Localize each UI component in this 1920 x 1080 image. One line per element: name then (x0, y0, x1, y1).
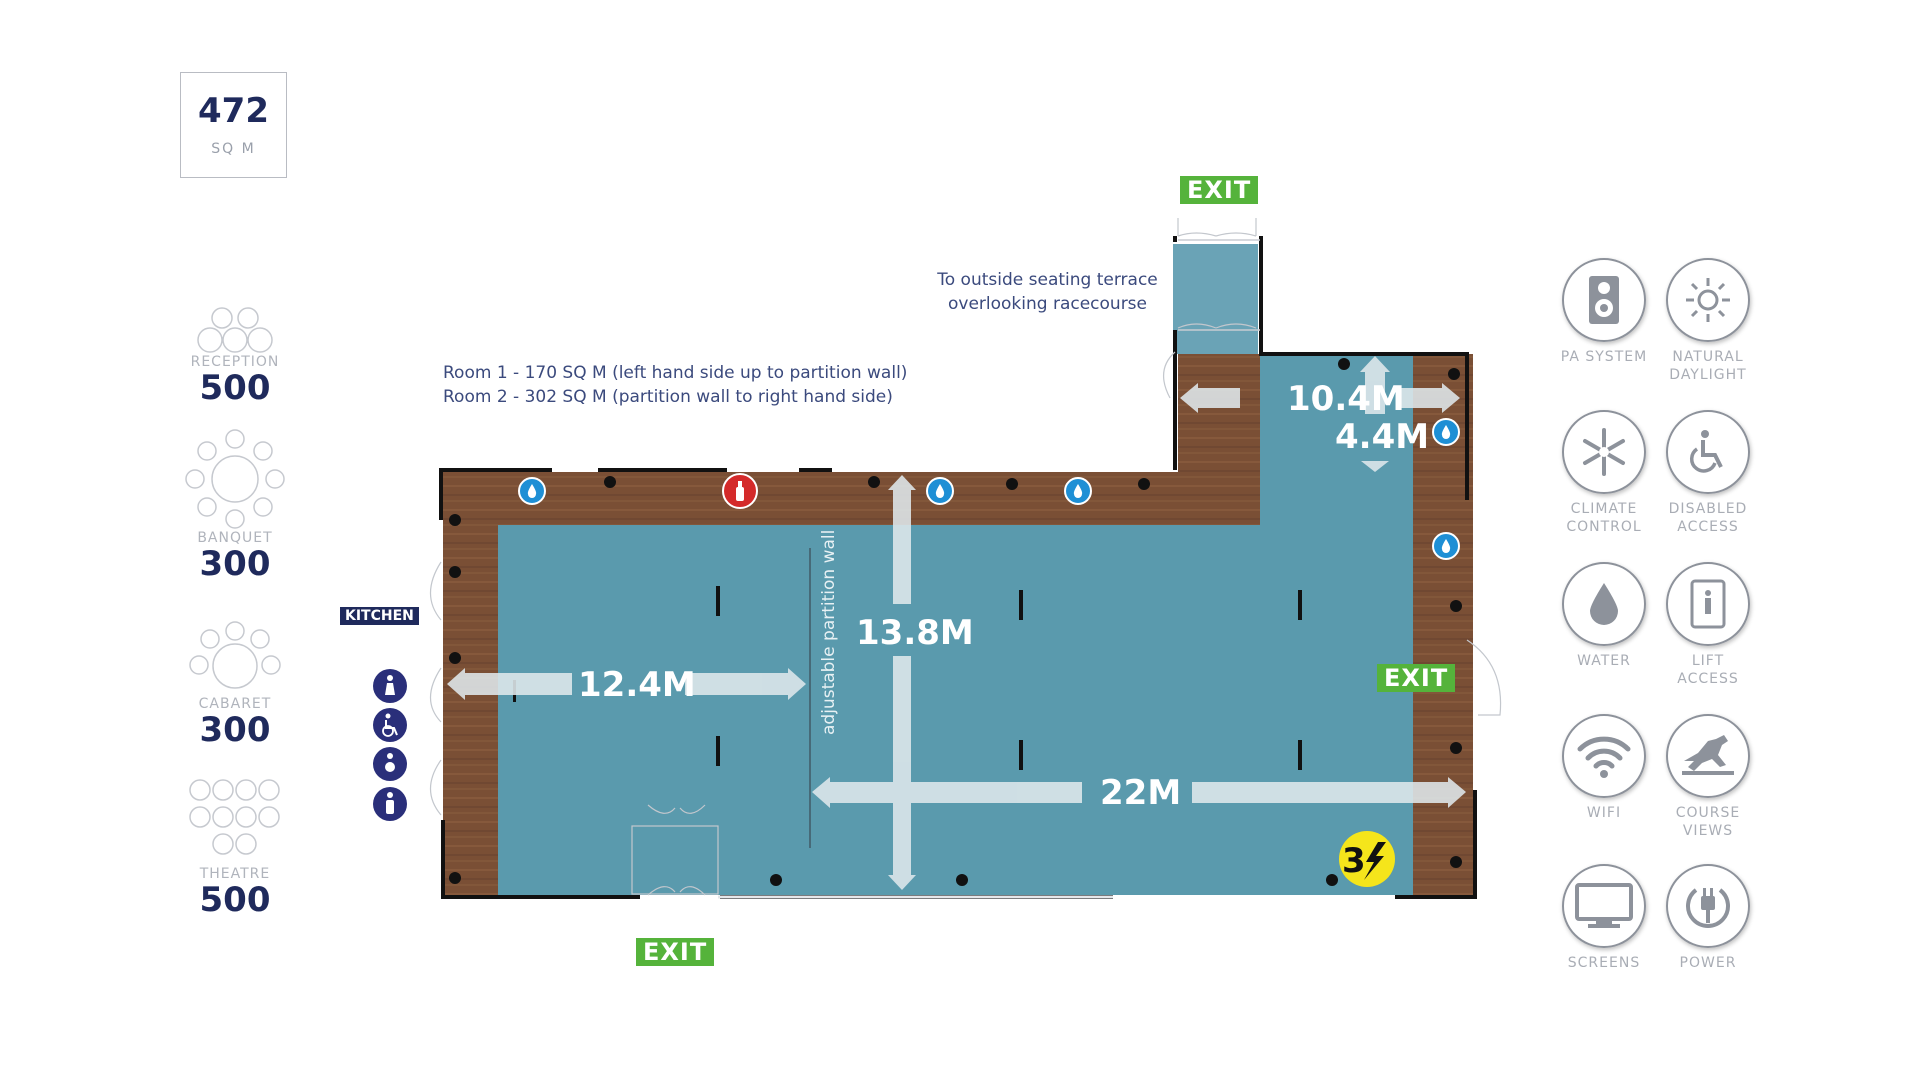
amenity-label: SCREENS (1567, 955, 1641, 971)
facilities-icons (373, 669, 407, 821)
power-sockets (449, 358, 1462, 886)
fire-extinguisher-icon (722, 473, 758, 509)
amenity-screens: SCREENS (1554, 864, 1654, 972)
amenity-pa-system: PA SYSTEM (1554, 258, 1654, 366)
capacity-label: RECEPTION (190, 354, 280, 370)
three-phase-power-icon: 3 (1339, 831, 1395, 887)
amenity-label: CLIMATE (1570, 501, 1638, 517)
dimension-label: 4.4M (1335, 417, 1429, 457)
amenity-label: ACCESS (1677, 519, 1739, 535)
screen-icon (1575, 883, 1633, 928)
snowflake-icon (1583, 428, 1625, 476)
speaker-icon (1589, 276, 1619, 324)
cabaret-layout-icon (189, 621, 281, 689)
water-points (518, 418, 1460, 560)
capacity-banquet: BANQUET 300 (160, 428, 310, 582)
sun-icon (1686, 278, 1730, 322)
amenity-natural-daylight: NATURAL DAYLIGHT (1658, 258, 1758, 384)
amenity-label: COURSE (1675, 805, 1741, 821)
amenity-label: CONTROL (1566, 519, 1642, 535)
capacity-value: 300 (199, 710, 271, 750)
capacity-value: 300 (199, 544, 271, 584)
terrace-note-line1: To outside seating terrace (937, 270, 1158, 290)
amenity-label: DAYLIGHT (1669, 367, 1747, 383)
room2-note: Room 2 - 302 SQ M (partition wall to rig… (443, 387, 893, 407)
capacity-label: THEATRE (199, 866, 271, 882)
area-value: 472 (198, 91, 269, 131)
amenity-water: WATER (1554, 562, 1654, 670)
capacity-value: 500 (199, 880, 271, 920)
terrace-note-line2: overlooking racecourse (947, 294, 1147, 314)
horse-jumper-icon (1682, 735, 1734, 775)
toilet-icon (373, 787, 407, 821)
capacity-reception: RECEPTION 500 (160, 306, 310, 406)
water-drop-icon (1590, 583, 1618, 625)
amenity-label: VIEWS (1682, 823, 1734, 839)
amenity-wifi: WIFI (1554, 714, 1654, 822)
terrace-note: To outside seating terrace overlooking r… (925, 268, 1170, 316)
partition-label: adjustable partition wall (819, 530, 839, 735)
amenity-label: LIFT (1691, 653, 1725, 669)
exit-sign-bottom: EXIT (636, 938, 715, 966)
dimension-arrows (447, 356, 1466, 890)
amenity-label: WATER (1577, 653, 1631, 669)
dimension-label: 22M (1100, 773, 1181, 813)
amenity-course-views: COURSE VIEWS (1658, 714, 1758, 840)
baby-change-icon (373, 747, 407, 781)
amenity-label: PA SYSTEM (1560, 349, 1648, 365)
banquet-layout-icon (185, 429, 285, 529)
dimension-label: 10.4M (1287, 379, 1405, 419)
room1-note: Room 1 - 170 SQ M (left hand side up to … (443, 363, 908, 383)
dimension-label: 13.8M (856, 613, 974, 653)
power-plug-icon (1686, 888, 1730, 928)
amenity-disabled-access: DISABLED ACCESS (1658, 410, 1758, 536)
amenity-label: WIFI (1586, 805, 1622, 821)
wifi-icon (1577, 736, 1631, 778)
wheelchair-icon (1689, 430, 1723, 473)
doors (429, 218, 1502, 899)
capacity-cabaret: CABARET 300 (160, 620, 310, 748)
reception-layout-icon (197, 307, 273, 353)
exit-sign-top: EXIT (1180, 176, 1259, 204)
dance-floor (498, 244, 1413, 895)
toilet-icon (373, 669, 407, 703)
amenity-label: NATURAL (1672, 349, 1744, 365)
area-unit: SQ M (211, 141, 256, 157)
amenity-label: POWER (1679, 955, 1737, 971)
amenity-label: ACCESS (1677, 671, 1739, 687)
amenity-lift-access: LIFT ACCESS (1658, 562, 1758, 688)
room-notes: Room 1 - 170 SQ M (left hand side up to … (443, 361, 907, 409)
wheelchair-icon (373, 708, 407, 742)
amenity-label: DISABLED (1668, 501, 1748, 517)
theatre-layout-icon (189, 779, 280, 855)
amenity-climate-control: CLIMATE CONTROL (1554, 410, 1654, 536)
capacity-value: 500 (199, 368, 271, 408)
capacity-label: CABARET (198, 696, 272, 712)
power-badge-text: 3 (1342, 841, 1366, 881)
exit-sign-right: EXIT (1377, 664, 1456, 692)
kitchen-label: KITCHEN (340, 607, 419, 625)
lift-icon (1690, 579, 1726, 629)
area-box: 472 SQ M (180, 72, 287, 178)
dimension-label: 12.4M (578, 665, 696, 705)
capacity-label: BANQUET (197, 530, 273, 546)
amenity-power: POWER (1658, 864, 1758, 972)
capacity-theatre: THEATRE 500 (160, 778, 310, 918)
